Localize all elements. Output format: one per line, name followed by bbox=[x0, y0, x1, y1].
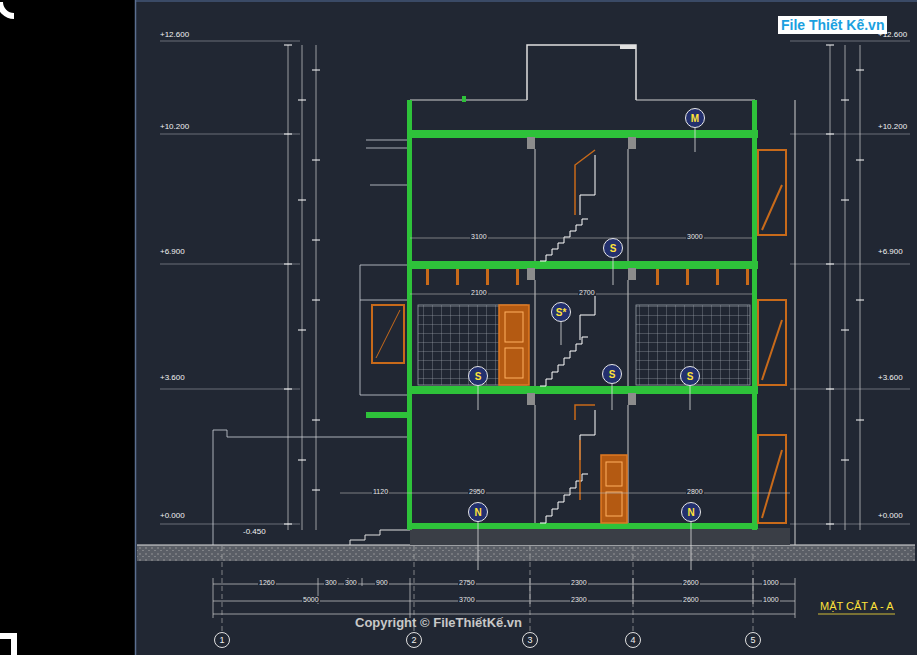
grid-bubble: 5 bbox=[745, 632, 761, 648]
tag-text: S* bbox=[556, 307, 567, 318]
elevation-mark: +6.900 bbox=[160, 247, 185, 256]
callout-tag: S bbox=[602, 364, 622, 384]
tag-text: M bbox=[691, 113, 699, 124]
tag-text: 1 bbox=[219, 635, 224, 645]
dimension-text: 2300 bbox=[570, 596, 588, 603]
dimension-text: 2750 bbox=[458, 579, 476, 586]
dimension-text: 300 bbox=[324, 579, 338, 586]
tag-text: 3 bbox=[527, 635, 532, 645]
callout-tag: S bbox=[680, 366, 700, 386]
dimension-text: 1000 bbox=[762, 596, 780, 603]
section-title: MẶT CẮT A - A bbox=[820, 600, 894, 612]
dimension-text: 2700 bbox=[578, 289, 596, 296]
elevation-mark: -0.450 bbox=[243, 527, 266, 536]
tag-text: S bbox=[475, 371, 482, 382]
dimension-text: 2950 bbox=[468, 488, 486, 495]
elevation-mark: +10.200 bbox=[160, 122, 189, 131]
dimension-text: 1120 bbox=[372, 488, 389, 495]
grid-bubble: 3 bbox=[522, 632, 538, 648]
elevation-mark: +3.600 bbox=[878, 373, 903, 382]
logo-text: File Thiết Kế.vn bbox=[778, 16, 887, 34]
dimension-text: 5000 bbox=[302, 596, 320, 603]
grid-bubble: 1 bbox=[214, 632, 230, 648]
callout-tag: N bbox=[468, 502, 488, 522]
elevation-mark: +6.900 bbox=[878, 247, 903, 256]
elevation-mark: +10.200 bbox=[878, 122, 907, 131]
grid-bubble: 2 bbox=[406, 632, 422, 648]
tag-text: 4 bbox=[630, 635, 635, 645]
tag-text: 2 bbox=[411, 635, 416, 645]
dimension-text: 1000 bbox=[762, 579, 780, 586]
callout-tag: S* bbox=[551, 302, 571, 322]
dimension-text: 900 bbox=[375, 579, 389, 586]
elevation-mark: +3.600 bbox=[160, 373, 185, 382]
dimension-text: 2100 bbox=[470, 289, 488, 296]
elevation-mark: +12.600 bbox=[160, 30, 189, 39]
tag-text: N bbox=[474, 507, 481, 518]
callout-tag: S bbox=[603, 238, 623, 258]
dimension-text: 300 bbox=[344, 579, 358, 586]
tag-text: 5 bbox=[750, 635, 755, 645]
callout-tag: M bbox=[685, 108, 705, 128]
callout-tag: S bbox=[468, 366, 488, 386]
dimension-text: 3100 bbox=[470, 233, 488, 240]
dimension-text: 1260 bbox=[258, 579, 276, 586]
elevation-mark: +0.000 bbox=[878, 511, 903, 520]
tag-text: S bbox=[687, 371, 694, 382]
dimension-text: 2800 bbox=[686, 488, 704, 495]
watermark: Copyright © FileThiếtKế.vn bbox=[355, 615, 522, 630]
elevation-mark: +0.000 bbox=[160, 511, 185, 520]
dimension-text: 3000 bbox=[686, 233, 704, 240]
callout-tag: N bbox=[681, 502, 701, 522]
tag-text: S bbox=[609, 369, 616, 380]
tag-text: S bbox=[610, 243, 617, 254]
grid-bubble: 4 bbox=[625, 632, 641, 648]
dimension-text: 2600 bbox=[682, 579, 700, 586]
dimension-text: 2300 bbox=[570, 579, 588, 586]
dimension-text: 2600 bbox=[682, 596, 700, 603]
dimension-text: 3700 bbox=[458, 596, 476, 603]
tag-text: N bbox=[687, 507, 694, 518]
